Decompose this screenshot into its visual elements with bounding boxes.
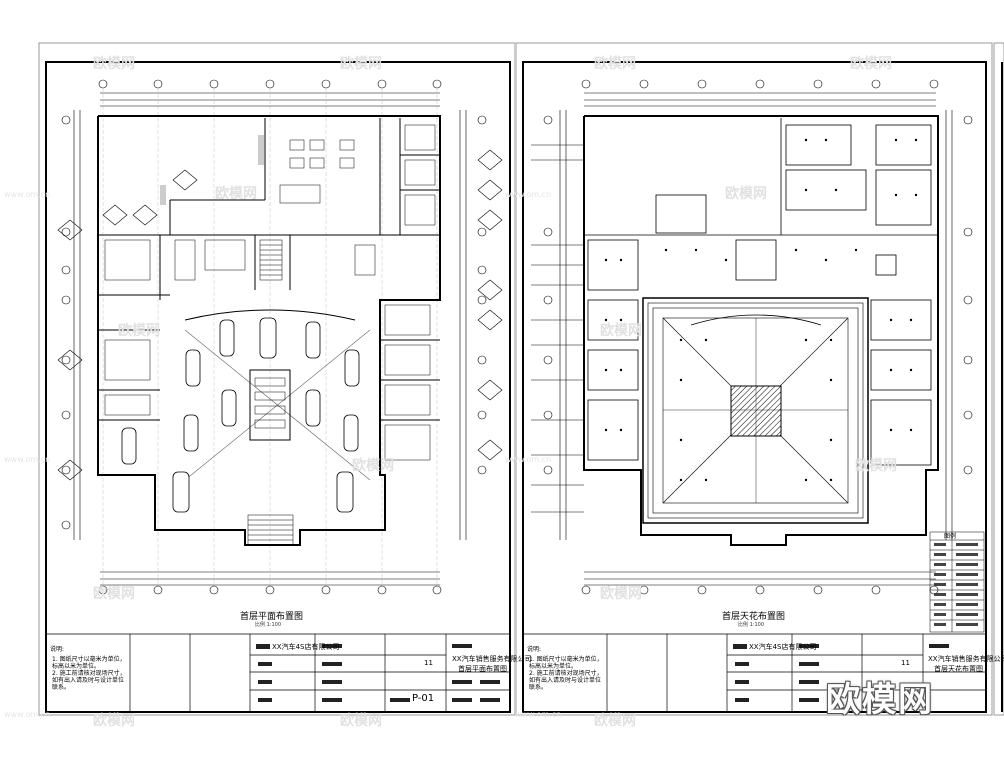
plan-scale: 比例 1:100 — [255, 622, 281, 628]
plan-scale: 比例 1:100 — [738, 622, 764, 628]
notes-text: 1. 图纸尺寸以毫米为单位，标高以米为单位。 2. 施工前请核对现场尺寸，如有出… — [52, 656, 126, 691]
drawing-name: 首层平面布置图 — [458, 665, 507, 673]
plan-title: 首层平面布置图 — [240, 612, 304, 622]
project-name: XX汽车销售服务有限公司 — [452, 655, 532, 663]
drawing-name: 首层天花布置图 — [934, 665, 983, 673]
left-drawing-sheet: 首层平面布置图 比例 1:100 说明: 1. 图纸尺寸以毫米为单位，标高以米为… — [38, 42, 532, 716]
ceiling-plan-drawing — [516, 42, 1004, 716]
company-name: XX汽车4S店有限公司 — [272, 643, 340, 651]
floor-plan-drawing — [38, 42, 516, 716]
right-drawing-sheet: 首层天花布置图 比例 1:100 图例 说明: 1. 图纸尺寸以毫米为单位，标高… — [516, 0, 1004, 775]
watermark-logo-large: 欧模网 — [826, 680, 934, 720]
company-name: XX汽车4S店有限公司 — [749, 643, 817, 651]
revision-mark: 11 — [424, 659, 433, 667]
legend-title: 图例 — [944, 533, 957, 540]
revision-mark: 11 — [901, 659, 910, 667]
sheet-number: P-01 — [412, 693, 435, 704]
notes-title: 说明: — [50, 646, 65, 653]
notes-text: 1. 图纸尺寸以毫米为单位，标高以米为单位。 2. 施工前请核对现场尺寸，如有出… — [529, 656, 603, 691]
project-name: XX汽车销售服务有限公司 — [928, 655, 1004, 663]
plan-title: 首层天花布置图 — [722, 612, 786, 622]
notes-title: 说明: — [527, 646, 542, 653]
